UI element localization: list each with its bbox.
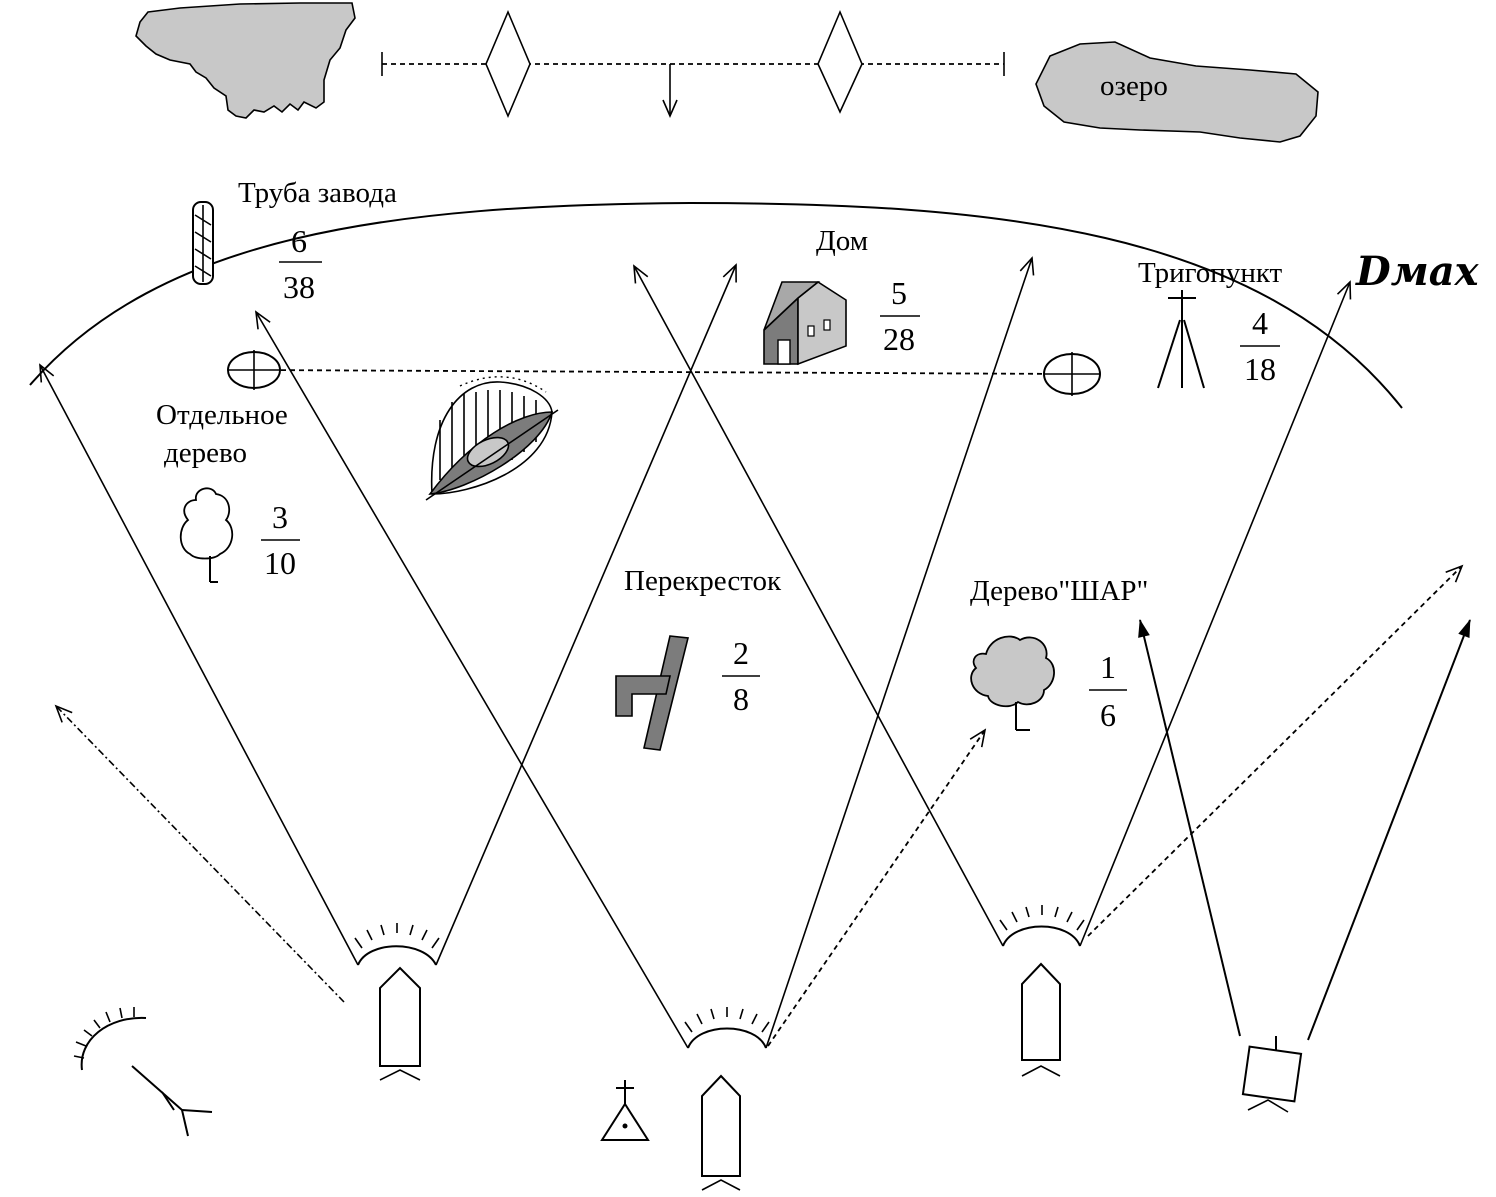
trench-right: [999, 905, 1085, 947]
trench-center: [684, 1007, 770, 1049]
trench-left: [354, 923, 440, 966]
trig-point-label: Тригопункт: [1138, 257, 1283, 289]
factory-pipe-icon: [192, 201, 214, 285]
fraction-cross: 2 8: [722, 635, 760, 717]
svg-text:6: 6: [291, 223, 307, 259]
sector-lines: [39, 256, 1471, 1049]
lake: озеро: [1035, 41, 1319, 143]
svg-text:4: 4: [1252, 305, 1268, 341]
ball-tree-icon: [970, 635, 1055, 731]
trig-point-icon: [1157, 290, 1205, 389]
house-icon: [763, 281, 847, 366]
svg-text:5: 5: [891, 275, 907, 311]
fraction-tree: 3 10: [261, 499, 300, 581]
factory-pipe-label: Труба завода: [238, 177, 397, 209]
max-range-label: Dмах: [1355, 248, 1480, 295]
svg-text:28: 28: [883, 321, 915, 357]
target-mark-left: [227, 350, 281, 390]
fraction-house: 5 28: [880, 275, 920, 357]
observation-post-icon: [1241, 1036, 1303, 1113]
front-line: [381, 9, 1005, 119]
svg-text:8: 8: [733, 681, 749, 717]
fraction-ball: 1 6: [1089, 649, 1127, 733]
diamond-marker: [817, 9, 863, 114]
svg-text:18: 18: [1244, 351, 1276, 387]
diamond-marker: [485, 9, 531, 119]
svg-text:10: 10: [264, 545, 296, 581]
ravine-icon: [425, 376, 559, 501]
lake-label: озеро: [1100, 70, 1168, 102]
crossroads-label: Перекресток: [624, 565, 782, 597]
fraction-pipe: 6 38: [279, 223, 322, 305]
fraction-trig: 4 18: [1240, 305, 1280, 387]
church-icon: [600, 1080, 650, 1141]
house-label: Дом: [816, 225, 868, 257]
command-post-icon: [131, 1065, 213, 1137]
svg-text:6: 6: [1100, 697, 1116, 733]
tank-left-icon: [379, 966, 421, 1081]
svg-text:3: 3: [272, 499, 288, 535]
tank-center-icon: [701, 1074, 741, 1191]
single-tree-icon: [179, 487, 234, 583]
target-mark-right: [1043, 352, 1101, 396]
svg-text:1: 1: [1100, 649, 1116, 685]
max-range-arc: [29, 201, 1403, 409]
trench-isolated: [73, 1007, 147, 1071]
reference-line: [253, 369, 1073, 375]
svg-text:2: 2: [733, 635, 749, 671]
ball-tree-label: Дерево"ШАР": [970, 575, 1148, 607]
crossroads-icon: [615, 635, 689, 751]
svg-text:38: 38: [283, 269, 315, 305]
tank-right-icon: [1021, 962, 1061, 1077]
forest-area: [135, 2, 356, 119]
